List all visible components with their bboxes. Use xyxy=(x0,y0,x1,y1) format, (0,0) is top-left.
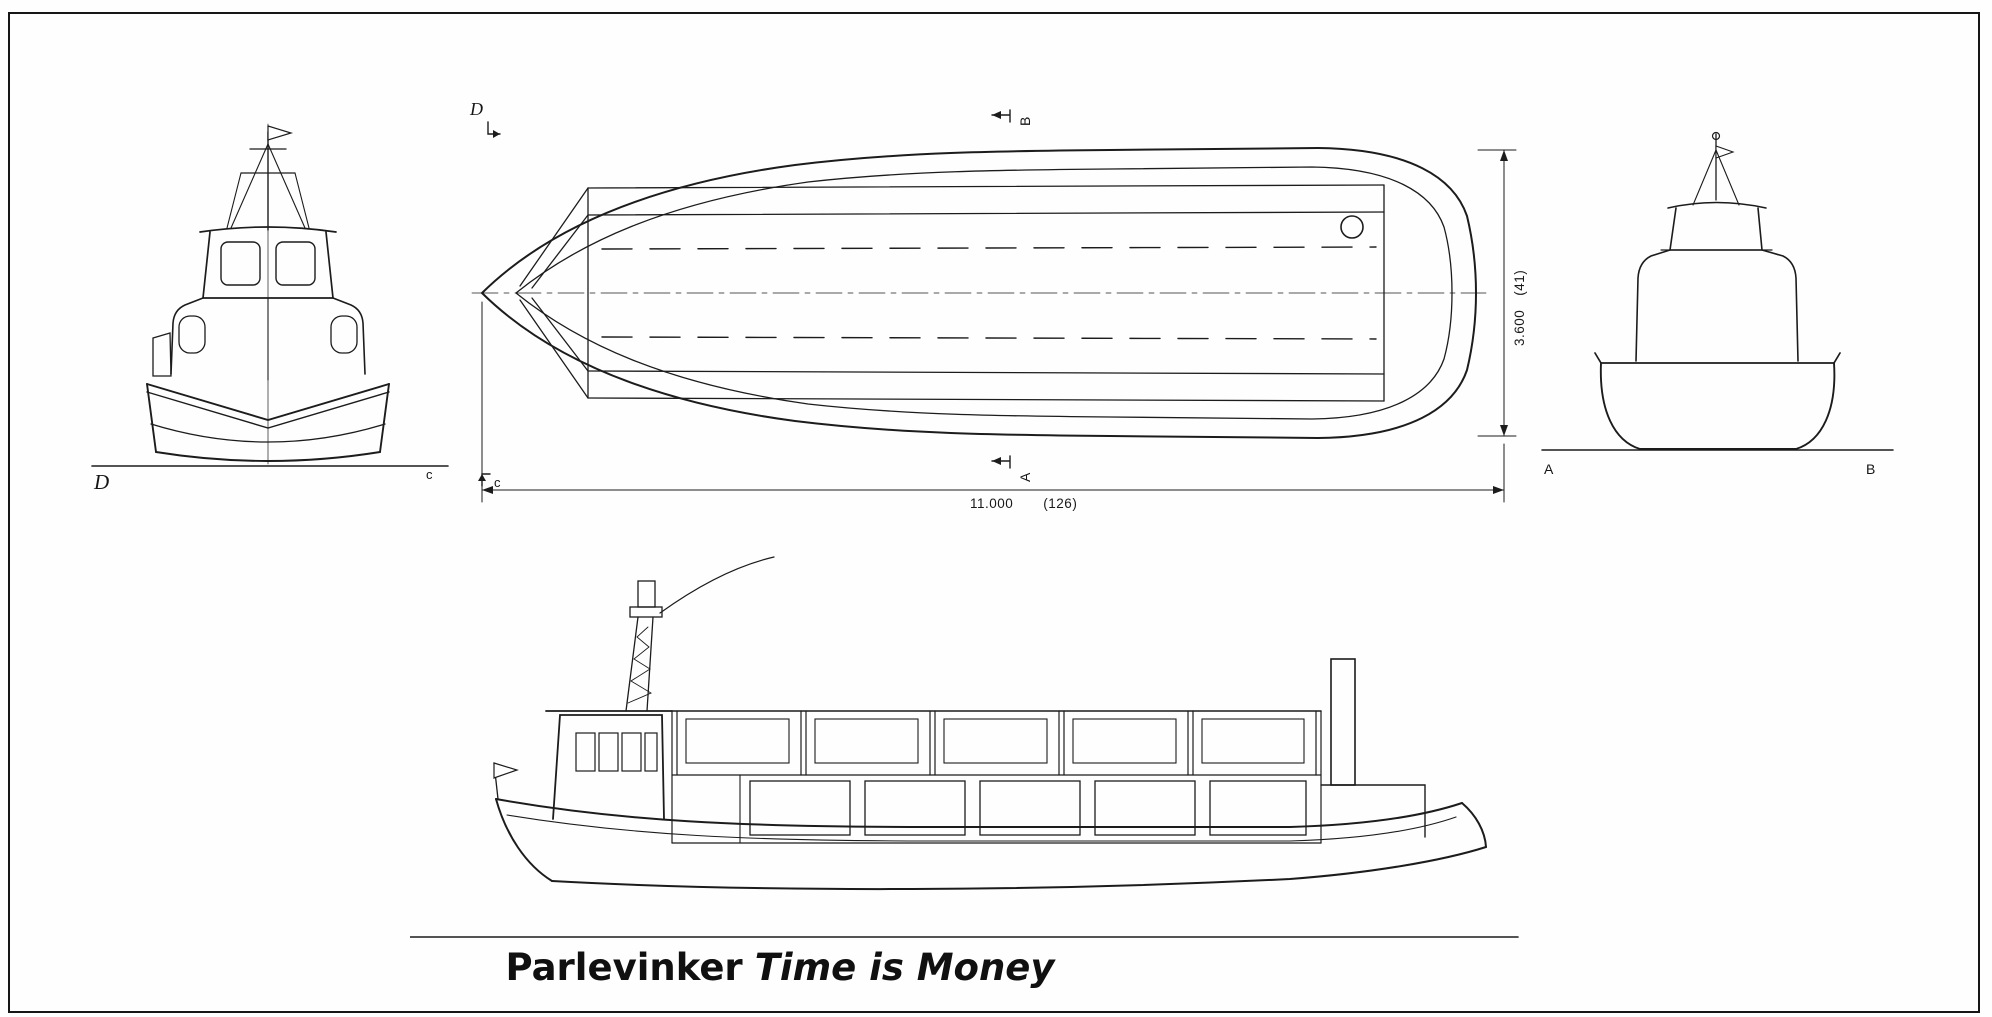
boat-name: Time is Money xyxy=(754,946,1055,989)
plan-view: D c B A 3.600 (41) 11.000 (126) xyxy=(470,88,1545,528)
bow-view-label-right: c xyxy=(426,467,433,482)
stern-view: A B xyxy=(1540,128,1895,498)
plan-section-label-a: A xyxy=(1017,472,1033,482)
plan-section-label-b: B xyxy=(1017,116,1033,126)
side-view-drawing xyxy=(410,556,1519,938)
beam-dimension-secondary: (41) xyxy=(1512,269,1527,296)
section-arrow-d xyxy=(487,121,501,138)
stern-view-label-left: A xyxy=(1544,461,1554,477)
dimension-arrow-icon xyxy=(1500,425,1508,436)
drawing-caption: Parlevinker Time is Money xyxy=(0,946,1560,989)
bow-view-label-left: D xyxy=(94,470,110,494)
stern-view-drawing xyxy=(1541,131,1894,451)
dimension-arrow-icon xyxy=(1500,150,1508,161)
antenna-curve xyxy=(659,556,775,614)
section-arrow-c xyxy=(478,473,491,487)
dimension-arrow-icon xyxy=(1493,486,1504,494)
funnel xyxy=(1330,658,1356,786)
section-arrow-a xyxy=(991,455,1011,469)
stern-hatch-circle xyxy=(1340,215,1364,239)
bow-view: D c xyxy=(90,118,450,513)
beam-dimension-value: 3.600 xyxy=(1512,309,1527,346)
length-dimension-value: 11.000 xyxy=(970,496,1014,511)
plan-view-drawing xyxy=(471,109,1517,503)
plan-section-label-d: D xyxy=(470,99,483,119)
bow-mast-flag-icon xyxy=(267,125,294,141)
beam-dimension-text: 3.600 (41) xyxy=(1512,270,1527,346)
bow-flag-icon xyxy=(493,762,519,779)
dimension-arrow-icon xyxy=(482,486,493,494)
plan-section-label-c: c xyxy=(494,475,501,490)
section-arrow-b xyxy=(991,109,1011,123)
length-dimension-secondary: (126) xyxy=(1043,496,1078,511)
stern-view-label-right: B xyxy=(1866,461,1876,477)
length-dimension-text: 11.000 (126) xyxy=(970,496,1077,511)
stern-mast-flag-icon xyxy=(1715,145,1735,159)
bow-view-drawing xyxy=(91,123,449,467)
side-view xyxy=(410,553,1525,958)
boat-type-name: Parlevinker xyxy=(505,946,743,989)
